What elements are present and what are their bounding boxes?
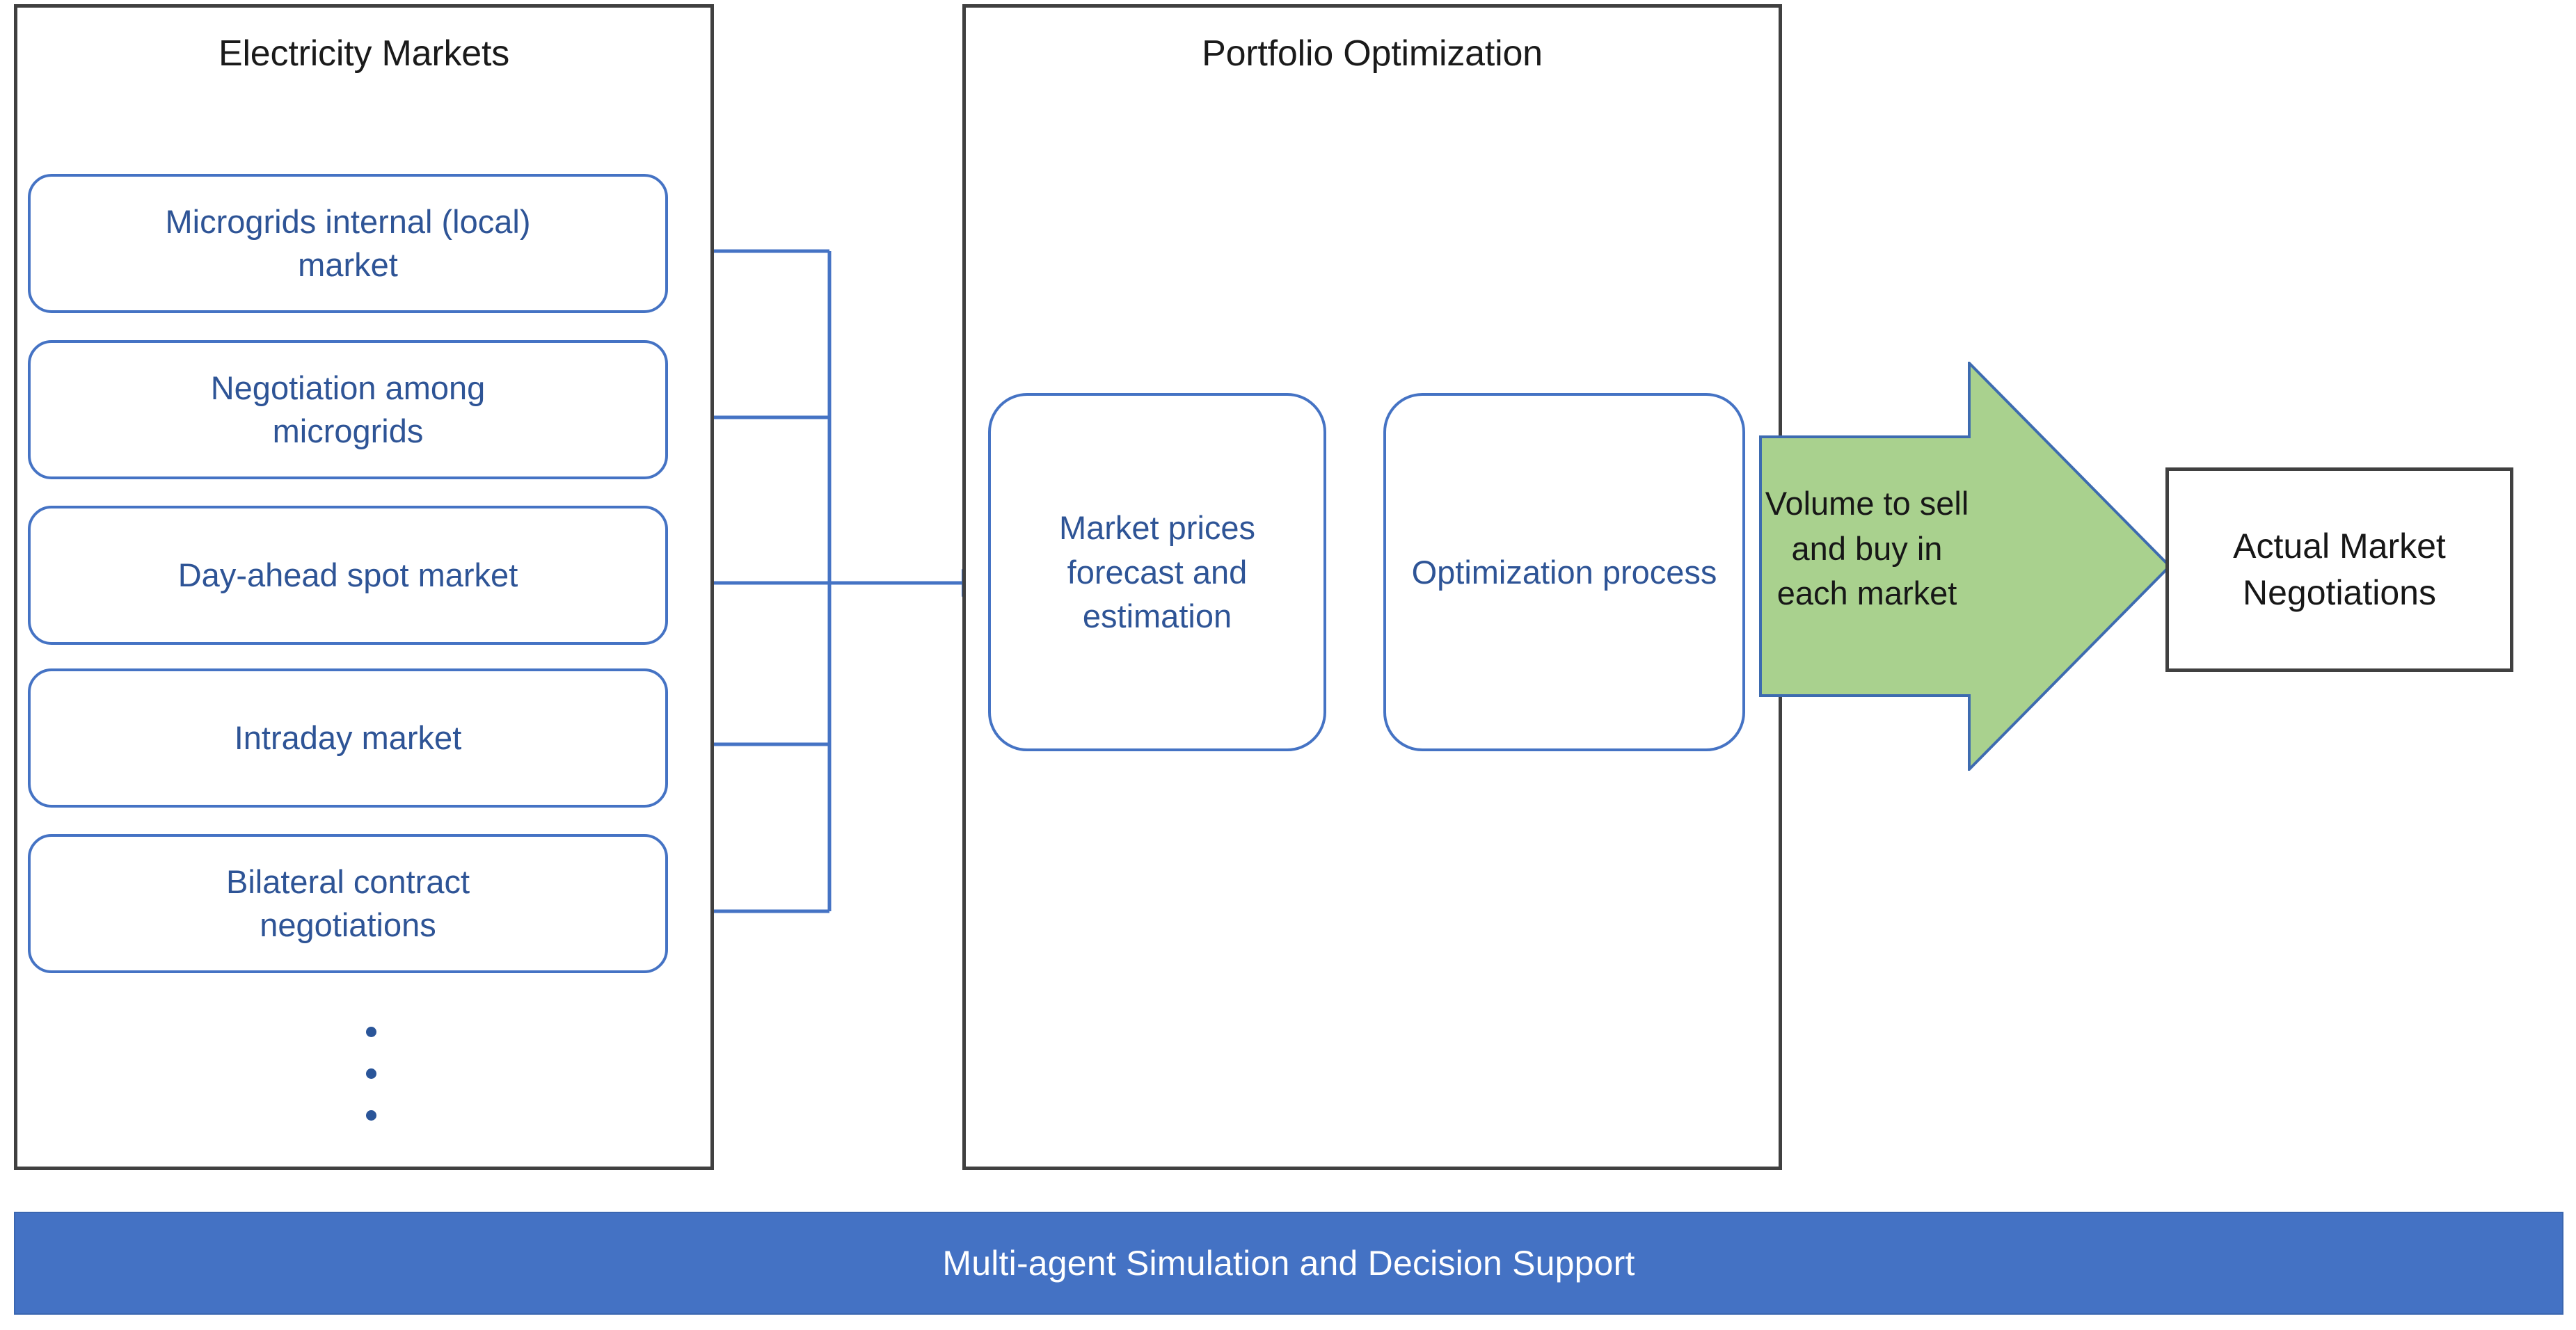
portfolio-optimization-title: Portfolio Optimization — [1202, 33, 1543, 74]
output-arrow-polygon — [1759, 362, 2171, 771]
multi-agent-banner: Multi-agent Simulation and Decision Supp… — [14, 1212, 2563, 1315]
market-box-intraday-market[interactable]: Intraday market — [28, 668, 668, 808]
market-box-microgrids-internal-market[interactable]: Microgrids internal (local) market — [28, 174, 668, 313]
process-box-label: Optimization process — [1411, 553, 1717, 591]
process-box-label: Market prices forecast and estimation — [1058, 508, 1256, 635]
market-box-label: Intraday market — [234, 719, 462, 756]
market-box-label: Negotiation among microgrids — [210, 369, 486, 449]
market-box-negotiation-among-microgrids[interactable]: Negotiation among microgrids — [28, 340, 668, 479]
output-arrow-shape — [1759, 362, 2171, 771]
actual-market-negotiations-box[interactable]: Actual Market Negotiations — [2165, 467, 2513, 672]
ellipsis-dot-2 — [366, 1068, 376, 1079]
market-box-label: Bilateral contract negotiations — [225, 863, 470, 943]
electricity-markets-title: Electricity Markets — [218, 33, 510, 74]
multi-agent-banner-label: Multi-agent Simulation and Decision Supp… — [942, 1244, 1635, 1283]
market-box-bilateral-contract-negotiations[interactable]: Bilateral contract negotiations — [28, 834, 668, 973]
actual-market-negotiations-label: Actual Market Negotiations — [2233, 527, 2446, 612]
ellipsis-dot-3 — [366, 1110, 376, 1121]
market-box-label: Day-ahead spot market — [177, 556, 518, 593]
process-box-market-prices-forecast[interactable]: Market prices forecast and estimation — [988, 393, 1326, 751]
market-box-label: Microgrids internal (local) market — [165, 202, 531, 283]
ellipsis-dot-1 — [366, 1027, 376, 1037]
market-box-day-ahead-spot-market[interactable]: Day-ahead spot market — [28, 506, 668, 645]
output-arrow-text: Volume to sell and buy in each market — [1765, 484, 1969, 612]
process-box-optimization-process[interactable]: Optimization process — [1383, 393, 1745, 751]
output-arrow-label: Volume to sell and buy in each market — [1759, 437, 1975, 661]
